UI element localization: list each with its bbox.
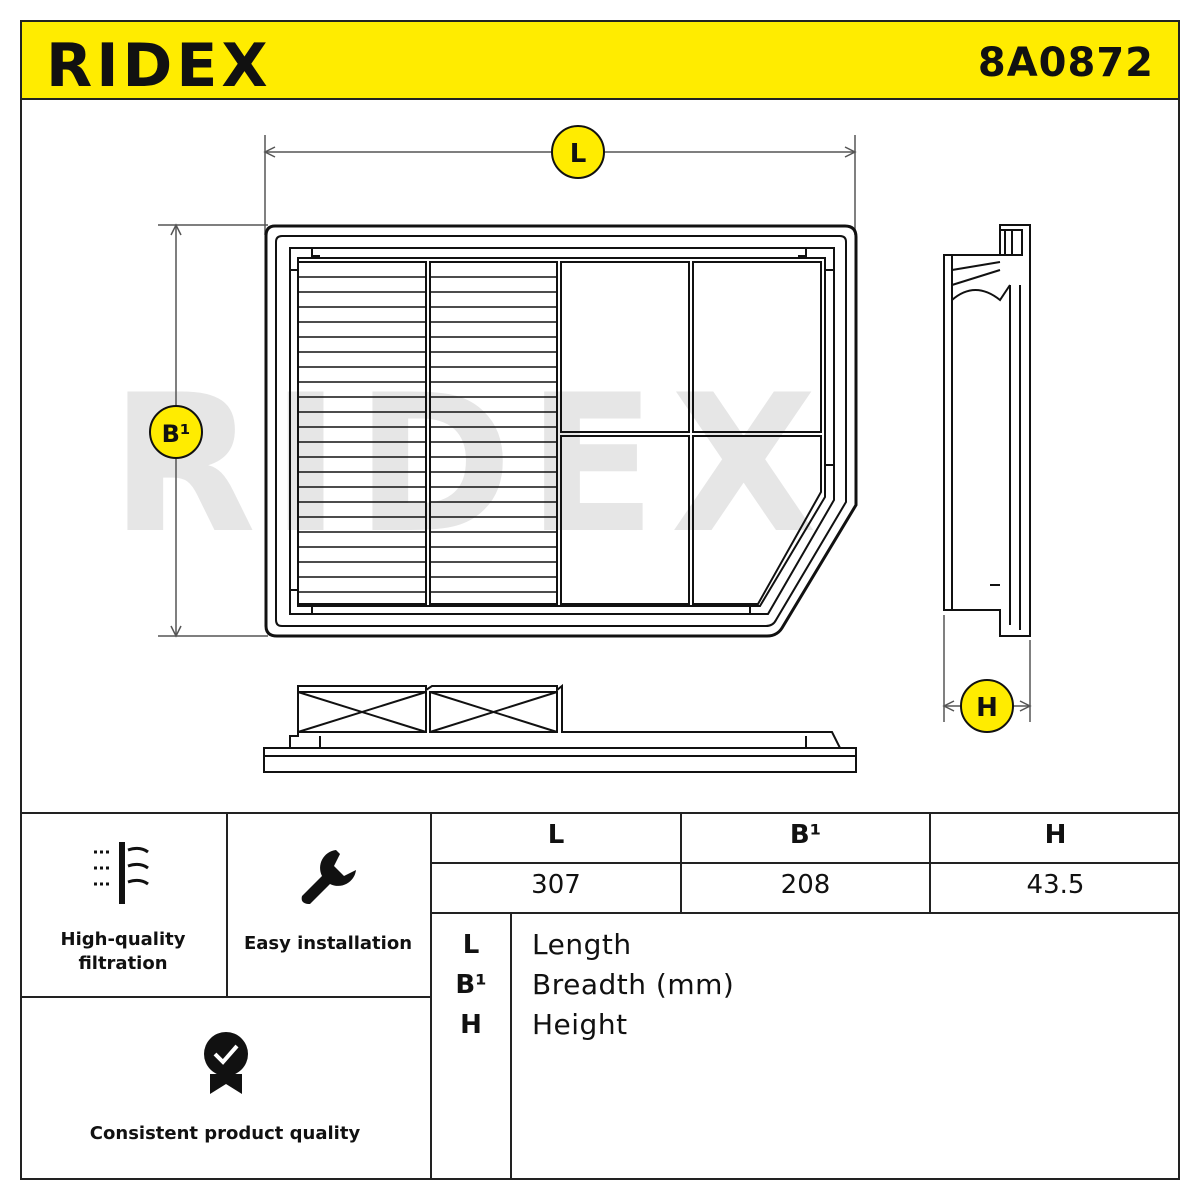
legend-key: H <box>460 1010 482 1040</box>
breadth-label: B¹ <box>162 420 191 448</box>
feature-label: Consistent product quality <box>89 1123 361 1144</box>
table-cell: 43.5 <box>1026 870 1085 900</box>
feature-installation: Easy installation <box>226 812 432 998</box>
feature-label: High-quality filtration <box>60 929 186 974</box>
table-border <box>430 912 1180 914</box>
quality-badge-icon <box>204 1032 248 1094</box>
table-header: L <box>547 820 565 850</box>
filtration-icon <box>94 842 149 904</box>
length-label-marker <box>551 125 605 179</box>
technical-drawing: RIDEX L B¹ <box>110 125 1032 773</box>
height-label-marker <box>960 679 1014 733</box>
ridex-logo: RIDEX <box>46 36 272 92</box>
filter-side-view <box>263 683 857 773</box>
legend-key: L <box>462 930 480 960</box>
table-border <box>929 812 931 912</box>
table-header: H <box>1044 820 1067 850</box>
length-label: L <box>570 139 587 169</box>
legend-key: B¹ <box>455 970 487 1000</box>
table-border <box>430 812 432 1180</box>
legend-text: Height <box>532 1008 628 1041</box>
feature-quality: Consistent product quality <box>20 996 432 1180</box>
table-cell: 208 <box>780 870 831 900</box>
frame-clips <box>290 248 834 614</box>
height-label: H <box>976 693 998 723</box>
part-number: 8A0872 <box>977 40 1154 86</box>
spec-area: High-quality filtration Easy installatio… <box>20 812 1180 1180</box>
table-border <box>680 812 682 912</box>
table-border <box>510 912 512 1180</box>
table-cell: 307 <box>531 870 581 900</box>
wrench-icon <box>301 850 356 904</box>
divider <box>20 812 1180 814</box>
feature-filtration: High-quality filtration <box>20 812 228 998</box>
svg-text:RIDEX: RIDEX <box>46 36 272 92</box>
table-header: B¹ <box>789 820 822 850</box>
watermark-text: RIDEX <box>110 354 831 575</box>
legend-text: Breadth (mm) <box>532 968 735 1001</box>
table-border <box>430 862 1180 864</box>
breadth-label-marker <box>149 405 203 459</box>
filter-top-view <box>264 224 858 638</box>
breadth-dimension <box>158 223 268 638</box>
filter-end-view <box>943 224 1031 637</box>
pleat-lines <box>298 276 557 593</box>
header-bar: RIDEX 8A0872 <box>20 20 1180 100</box>
feature-label: Easy installation <box>243 933 413 954</box>
legend-text: Length <box>532 928 632 961</box>
